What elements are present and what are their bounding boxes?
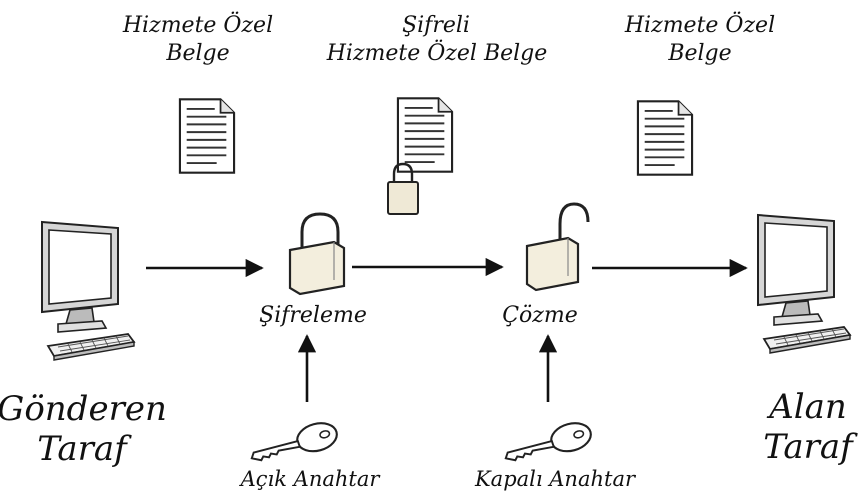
doc-label-left-line1: Hizmete Özel: [122, 11, 273, 38]
doc-label-middle-line1: Şifreli: [402, 13, 470, 38]
plain-document-icon-right: [636, 100, 694, 176]
receiver-computer-icon: [756, 213, 852, 355]
doc-label-middle-line2: Hizmete Özel Belge: [326, 39, 548, 66]
plain-document-icon-left: [178, 98, 236, 174]
receiver-label-line2: Taraf: [763, 427, 858, 467]
public-key-label: Açık Anahtar: [239, 467, 382, 491]
encrypted-document-icon: [396, 97, 454, 173]
doc-label-right-line2: Belge: [667, 41, 731, 66]
sender-label-line2: Taraf: [37, 429, 132, 469]
closed-padlock-icon: [288, 212, 346, 296]
public-key-icon: [250, 418, 342, 462]
sender-computer-icon: [41, 221, 135, 361]
doc-label-right-line1: Hizmete Özel: [624, 11, 775, 38]
receiver-label-line1: Alan: [766, 387, 847, 427]
sender-label-line1: Gönderen: [0, 389, 167, 429]
decrypt-label: Çözme: [502, 303, 578, 328]
private-key-label: Kapalı Anahtar: [474, 467, 637, 491]
private-key-icon: [504, 418, 596, 462]
document-lock-icon: [387, 162, 419, 215]
doc-label-left-line2: Belge: [165, 41, 229, 66]
open-padlock-icon: [525, 202, 590, 292]
encrypt-label: Şifreleme: [259, 303, 367, 328]
